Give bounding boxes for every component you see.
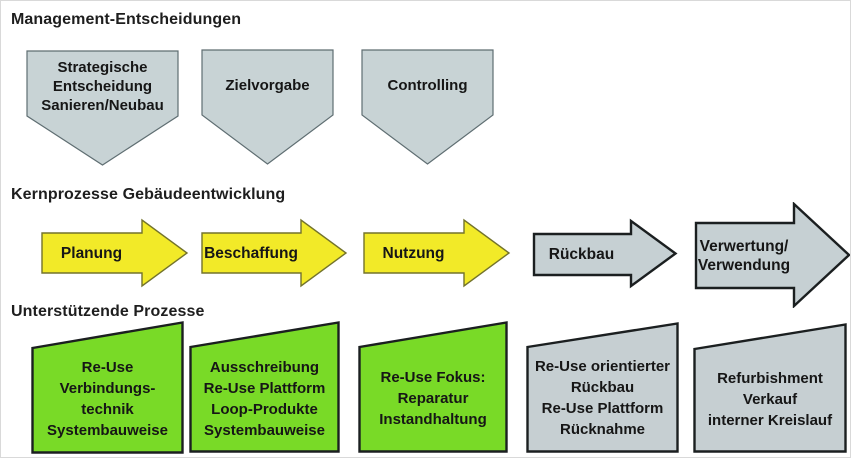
pentagon-zielvorgabe: Zielvorgabe [201, 49, 334, 165]
section-title-core: Kernprozesse Gebäudeentwicklung [11, 186, 286, 203]
arrow-rueckbau: Rückbau [532, 218, 678, 289]
pentagon-down-shape [26, 50, 179, 166]
trapezoid-shape [526, 322, 679, 453]
trapezoid-shape [31, 321, 184, 454]
arrow-right-shape [201, 218, 348, 288]
arrow-beschaffung: Beschaffung [201, 218, 348, 288]
arrow-planung: Planung [41, 218, 189, 288]
support-box-verbindungstechnik: Re-Use Verbindungs- technik Systembauwei… [31, 321, 184, 454]
arrow-right-shape [363, 218, 511, 288]
pentagon-down-shape [201, 49, 334, 165]
pentagon-strategic-decision: Strategische Entscheidung Sanieren/Neuba… [26, 50, 179, 166]
arrow-right-shape [532, 218, 678, 289]
pentagon-down-shape [361, 49, 494, 165]
trapezoid-shape [189, 321, 340, 453]
arrow-right-shape [41, 218, 189, 288]
arrow-nutzung: Nutzung [363, 218, 511, 288]
section-title-support: Unterstützende Prozesse [11, 303, 205, 320]
support-box-refurbishment: Refurbishment Verkauf interner Kreislauf [693, 323, 847, 453]
support-box-ausschreibung: Ausschreibung Re-Use Plattform Loop-Prod… [189, 321, 340, 453]
support-box-reuse-rueckbau: Re-Use orientierter Rückbau Re-Use Platt… [526, 322, 679, 453]
support-box-reuse-fokus: Re-Use Fokus: Reparatur Instandhaltung [358, 321, 508, 453]
trapezoid-shape [693, 323, 847, 453]
section-title-management: Management-Entscheidungen [11, 11, 242, 28]
trapezoid-shape [358, 321, 508, 453]
arrow-right-shape [694, 202, 850, 308]
pentagon-controlling: Controlling [361, 49, 494, 165]
arrow-verwertung-verwendung: Verwertung/ Verwendung [694, 202, 850, 308]
